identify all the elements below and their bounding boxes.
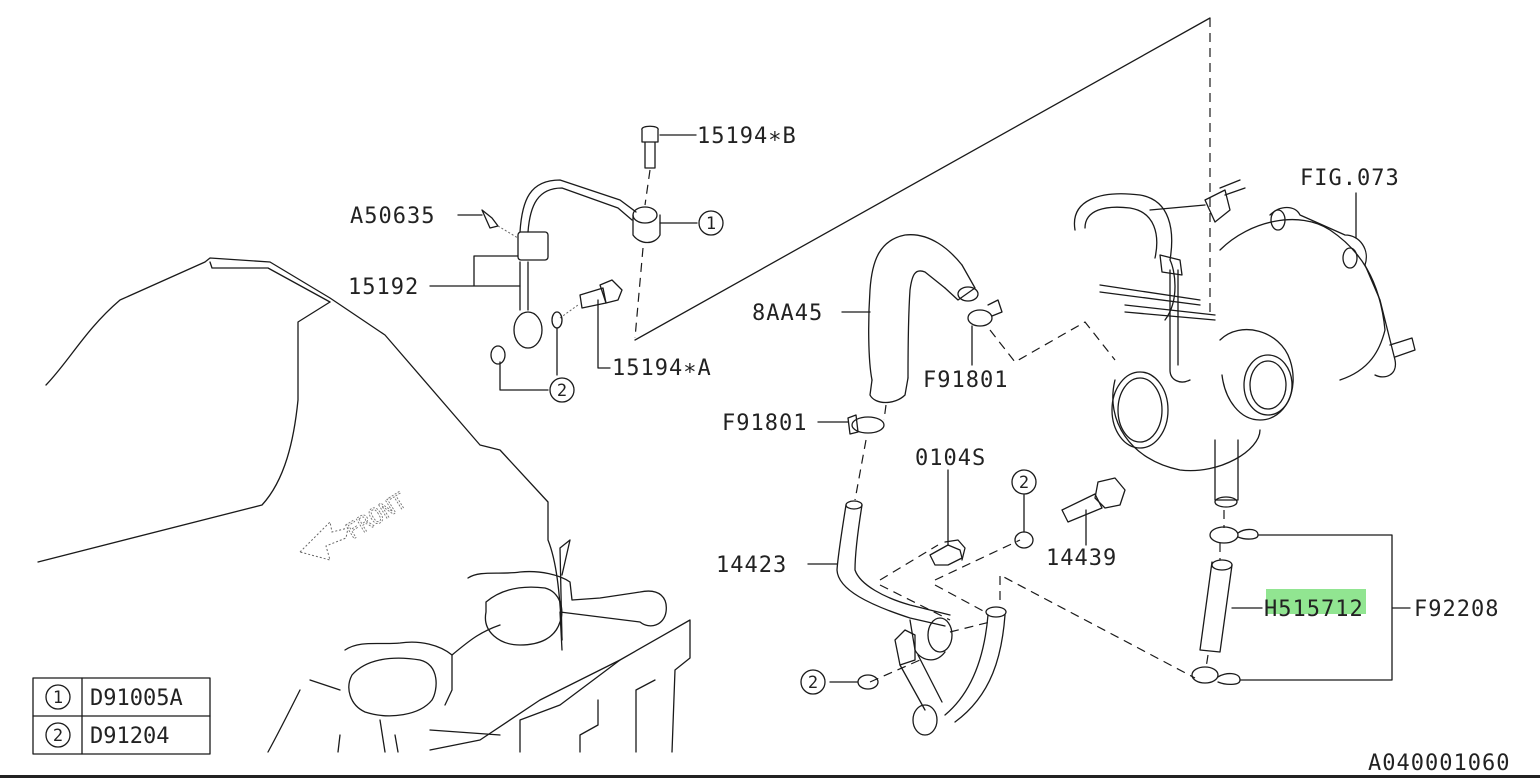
front-label: FRONT bbox=[342, 489, 411, 545]
leader-lines bbox=[429, 134, 1411, 683]
ref-number: 1 bbox=[706, 214, 716, 234]
bolt-14439-drawing bbox=[857, 477, 1126, 690]
part-label-14439[interactable]: 14439 bbox=[1046, 546, 1117, 571]
ref-circle-1[interactable]: 1 bbox=[698, 210, 724, 236]
ref-number: 2 bbox=[808, 673, 818, 693]
part-label-A50635[interactable]: A50635 bbox=[350, 204, 435, 229]
bottom-divider bbox=[0, 775, 1540, 778]
part-label-15192[interactable]: 15192 bbox=[348, 275, 419, 300]
legend-part[interactable]: D91204 bbox=[90, 724, 169, 749]
ref-circle-2b[interactable]: 2 bbox=[1011, 469, 1037, 495]
part-label-F92208[interactable]: F92208 bbox=[1414, 597, 1499, 622]
part-label-8AA45[interactable]: 8AA45 bbox=[752, 301, 823, 326]
part-highlight bbox=[1266, 589, 1366, 614]
legend-part[interactable]: D91005A bbox=[90, 686, 183, 711]
part-label-F91801-lower[interactable]: F91801 bbox=[722, 411, 807, 436]
ref-circle-2a[interactable]: 2 bbox=[549, 377, 575, 403]
oil-pipe-15192-drawing bbox=[481, 125, 661, 365]
ref-number: 2 bbox=[557, 381, 567, 401]
part-label-H515712[interactable]: H515712 bbox=[1264, 597, 1364, 622]
part-label-F91801-upper[interactable]: F91801 bbox=[923, 368, 1008, 393]
projection-line bbox=[634, 17, 1211, 341]
part-label-0104S[interactable]: 0104S bbox=[915, 446, 986, 471]
turbocharger-drawing bbox=[1073, 179, 1416, 508]
legend-ref: 1 bbox=[53, 688, 63, 708]
legend-ref: 2 bbox=[53, 726, 63, 746]
legend-table: 1 D91005A 2 D91204 bbox=[32, 677, 211, 755]
part-label-14423[interactable]: 14423 bbox=[716, 553, 787, 578]
ref-circle-2c[interactable]: 2 bbox=[800, 669, 826, 695]
ref-number: 2 bbox=[1019, 473, 1029, 493]
front-direction-indicator: FRONT bbox=[299, 488, 412, 561]
hose-H515712-drawing bbox=[1191, 510, 1259, 686]
legend-row: 2 D91204 bbox=[45, 722, 169, 749]
part-label-FIG073[interactable]: FIG.073 bbox=[1300, 166, 1400, 191]
legend-row: 1 D91005A bbox=[45, 684, 183, 711]
engine-block-drawing bbox=[37, 257, 691, 753]
part-label-15194A[interactable]: 15194∗A bbox=[612, 356, 712, 381]
pipe-14423-drawing bbox=[836, 500, 1196, 736]
hose-8AA45-drawing bbox=[847, 234, 1116, 501]
figure-code: A040001060 bbox=[1368, 751, 1510, 776]
part-label-15194B[interactable]: 15194∗B bbox=[697, 124, 797, 149]
